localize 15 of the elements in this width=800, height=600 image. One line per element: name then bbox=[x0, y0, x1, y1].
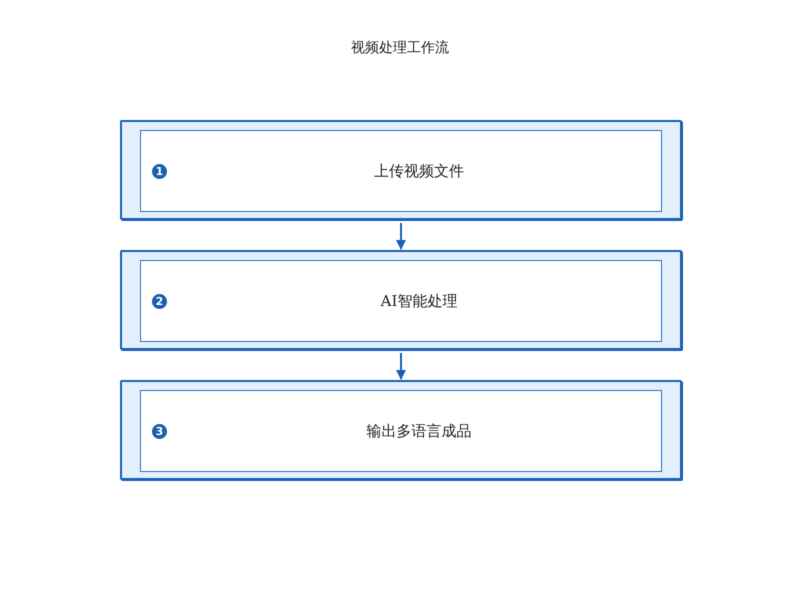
diagram-title: 视频处理工作流 bbox=[351, 39, 449, 58]
step-label: AI智能处理 bbox=[380, 291, 458, 311]
step-number: 3 bbox=[152, 424, 167, 438]
step-box bbox=[140, 390, 662, 472]
step-label: 输出多语言成品 bbox=[366, 421, 472, 441]
step-label: 上传视频文件 bbox=[374, 161, 464, 181]
arrow bbox=[396, 353, 406, 380]
step-frame bbox=[120, 120, 682, 220]
step-number: 1 bbox=[152, 164, 167, 178]
step-box bbox=[140, 130, 662, 212]
step-number: 2 bbox=[152, 294, 167, 308]
step-frame bbox=[120, 250, 682, 350]
step-box bbox=[140, 260, 662, 342]
arrow bbox=[396, 223, 406, 250]
step-frame bbox=[120, 380, 682, 480]
